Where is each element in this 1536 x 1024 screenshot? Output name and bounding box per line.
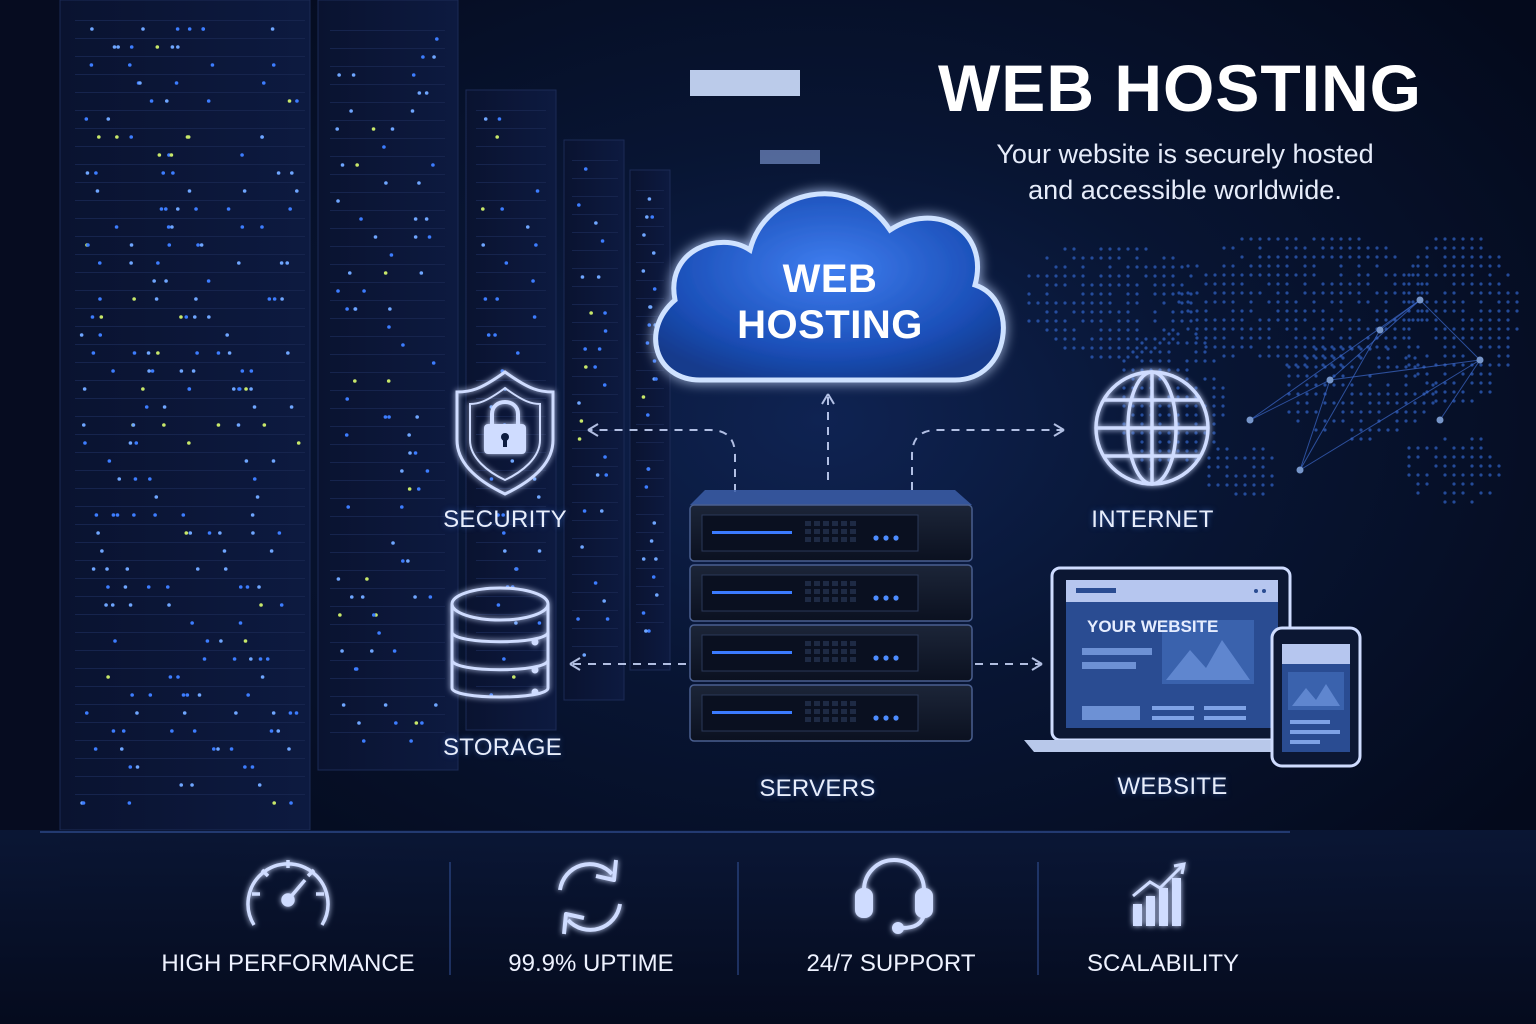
database-icon <box>450 586 550 699</box>
connector-servers-security <box>590 429 736 492</box>
servers-label: SERVERS <box>759 775 876 802</box>
refresh-icon <box>558 859 622 935</box>
floor <box>0 830 1536 1024</box>
internet-label: INTERNET <box>1091 506 1214 533</box>
feature-uptime: 99.9% UPTIME <box>508 950 674 977</box>
speedometer-icon <box>246 860 330 926</box>
ceiling-light <box>690 70 800 96</box>
growth-chart-icon <box>1132 862 1186 926</box>
laptop-phone-icon <box>1024 566 1362 768</box>
world-map <box>1027 237 1519 504</box>
globe-icon <box>1094 370 1210 486</box>
website-label: WEBSITE <box>1117 773 1228 800</box>
security-label: SECURITY <box>443 506 567 533</box>
server-racks <box>0 0 671 900</box>
website-screen-text: YOUR WEBSITE <box>1087 617 1219 636</box>
feature-high-performance: HIGH PERFORMANCE <box>161 950 415 977</box>
cloud-label-line: WEB <box>782 257 878 301</box>
connector-lines <box>569 393 1065 671</box>
feature-support: 24/7 SUPPORT <box>806 950 976 977</box>
hero-title: WEB HOSTING <box>938 51 1422 125</box>
server-stack-icon <box>689 490 973 742</box>
hero-subtitle: Your website is securely hosted and acce… <box>930 136 1440 208</box>
headset-icon <box>855 858 933 934</box>
connector-servers-internet <box>911 429 1062 490</box>
storage-label: STORAGE <box>442 734 563 761</box>
shield-lock-icon <box>455 370 555 496</box>
feature-scalability: SCALABILITY <box>1086 950 1240 977</box>
cloud-label-line: HOSTING <box>737 303 923 347</box>
cloud-label: WEB HOSTING <box>700 256 960 348</box>
hero-subtitle-line: Your website is securely hosted <box>996 139 1374 169</box>
hero-subtitle-line: and accessible worldwide. <box>1028 175 1342 205</box>
cloud-icon <box>653 191 1006 383</box>
ceiling-light <box>760 150 820 164</box>
